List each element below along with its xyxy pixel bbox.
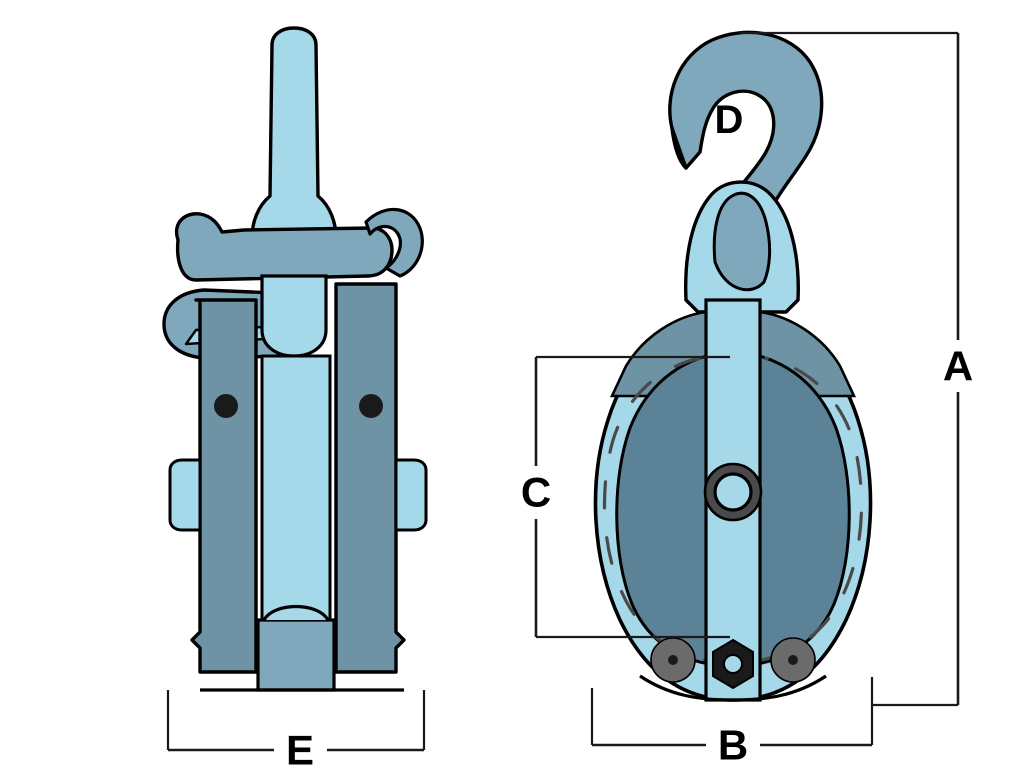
dimension-b-label: B xyxy=(718,722,748,768)
axle-bolt-head xyxy=(713,472,753,512)
block-bottom-edge xyxy=(639,674,827,702)
side-axle-hole-left xyxy=(214,394,238,418)
dimension-c-label: C xyxy=(521,469,551,516)
dimension-d: D xyxy=(715,98,744,142)
dimension-e: E xyxy=(166,690,426,768)
rivet-right-center xyxy=(788,655,798,665)
side-axle-hole-right xyxy=(359,394,383,418)
side-shank-boss xyxy=(260,274,328,358)
dimension-d-label: D xyxy=(715,98,744,142)
dimension-b: B xyxy=(590,677,874,768)
side-cheek-left xyxy=(190,298,258,674)
sheave-hidden-arc xyxy=(602,356,864,666)
side-view xyxy=(162,26,428,692)
side-axle-tab-right xyxy=(394,458,428,532)
hex-nut-hole xyxy=(723,654,743,674)
side-hook-loop xyxy=(364,207,424,278)
dimension-c: C xyxy=(521,355,730,639)
hook-swivel-nut xyxy=(712,191,772,292)
dimension-e-label: E xyxy=(286,727,314,768)
front-view xyxy=(593,30,873,702)
side-cheek-right xyxy=(334,282,406,674)
dimension-a: A xyxy=(740,31,973,707)
rivet-left-center xyxy=(668,655,678,665)
side-hook-shank xyxy=(250,26,338,240)
side-center-block-arc xyxy=(262,604,330,621)
side-axle-tab-left xyxy=(168,458,202,532)
hook-tip-icon xyxy=(670,126,688,170)
side-hook-body xyxy=(174,212,394,282)
side-center-block xyxy=(256,618,336,692)
dimension-a-label: A xyxy=(943,343,973,390)
